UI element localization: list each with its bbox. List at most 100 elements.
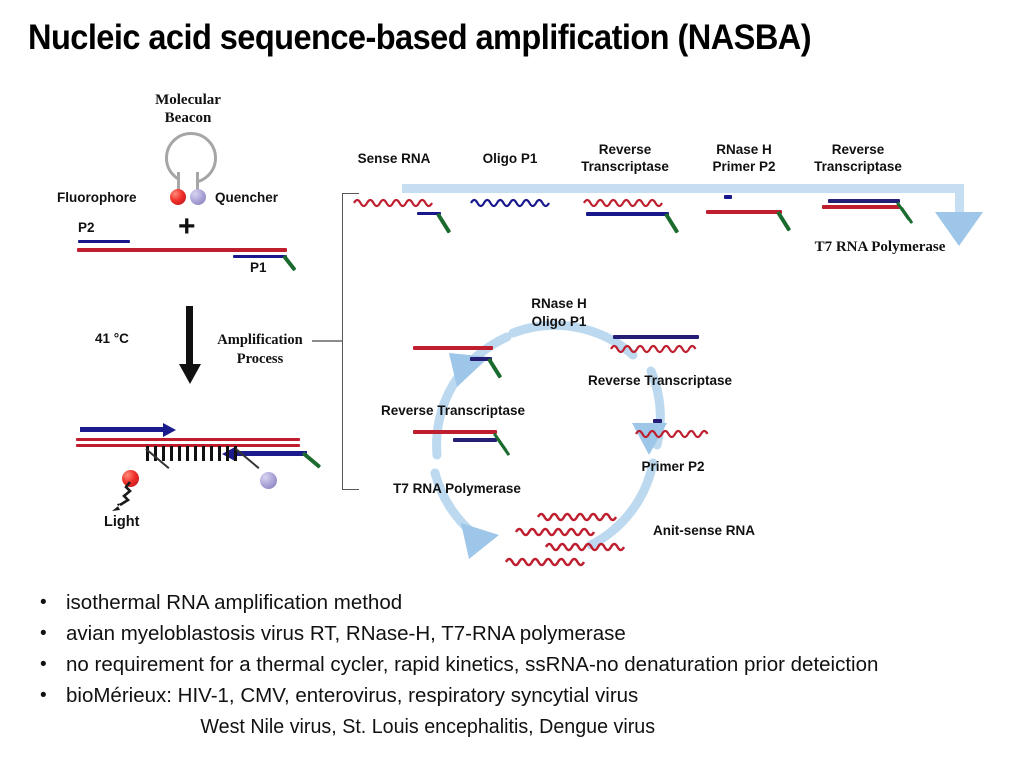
bullet-marker-1: •	[40, 623, 47, 644]
sense-rna-blue-bar	[417, 212, 441, 216]
bullet-text-1: avian myeloblastosis virus RT, RNase-H, …	[66, 622, 626, 645]
antisense-wave-3	[544, 541, 627, 553]
cycle-rt-left-green-tail	[487, 357, 503, 379]
fluorophore-sphere-bound-icon	[122, 470, 139, 487]
antisense-green-tail	[301, 451, 322, 469]
antisense-rna-bundle	[504, 511, 655, 575]
cycle-t7-blue-bar	[453, 438, 497, 443]
sense-rna-green-tail	[436, 212, 452, 234]
amplification-process-label-line2: Process	[236, 351, 284, 367]
strand-oligo-p1	[470, 197, 565, 233]
flow-arrow-head	[935, 212, 983, 246]
sense-arrow-shaft	[80, 427, 165, 432]
hybridized-beacon-group: Light	[60, 418, 322, 530]
strand-sense-rna	[353, 197, 458, 234]
cycle-rt-right-blue-bar	[613, 335, 699, 340]
antisense-wave-4	[504, 556, 587, 568]
plus-symbol: +	[178, 210, 196, 243]
quencher-sphere-bound-icon	[260, 472, 277, 489]
antisense-wave-1	[536, 511, 619, 523]
antisense-arrow-shaft	[235, 451, 307, 456]
molecular-beacon-panel: Molecular Beacon Fluorophore Quencher + …	[57, 88, 350, 530]
sense-arrow-head	[163, 422, 176, 437]
strand-rnase-h-primer-p2	[704, 193, 804, 233]
beacon-title-line2: Beacon	[164, 110, 212, 126]
cycle-strand-rt-left	[413, 343, 528, 379]
cycle-strand-t7	[413, 428, 528, 464]
list-item: • bioMérieux: HIV-1, CMV, enterovirus, r…	[18, 681, 1018, 710]
primer-p1-green-tail	[282, 254, 297, 272]
duplex-red-upper	[76, 438, 300, 442]
bullet-text-0: isothermal RNA amplification method	[66, 591, 403, 614]
top-step-label-4b: Transcriptase	[814, 159, 902, 174]
cycle-bottom-label: Anit-sense RNA	[653, 523, 756, 538]
duplex-red-lower	[76, 444, 300, 448]
cycle-top-label-line2: Oligo P1	[531, 314, 587, 329]
t7-polymerase-output-label: T7 RNA Polymerase	[814, 239, 946, 255]
rt2-red-bar	[822, 205, 900, 209]
template-rna-strand	[77, 248, 287, 252]
top-step-label-3a: RNase H	[716, 142, 772, 157]
bullet-marker-0: •	[40, 592, 47, 613]
top-step-label-1: Oligo P1	[482, 151, 538, 166]
rnaseh-green-tail	[776, 210, 792, 232]
cycle-p2-dash	[653, 419, 662, 424]
bullet-list: • isothermal RNA amplification method • …	[18, 588, 1018, 741]
sense-rna-wave	[353, 197, 437, 209]
top-row-panel: Sense RNA Oligo P1 Reverse Transcriptase…	[340, 135, 1024, 265]
top-step-label-0: Sense RNA	[357, 151, 431, 166]
temperature-label: 41 °C	[95, 331, 129, 346]
top-step-label-2b: Transcriptase	[581, 159, 669, 174]
bullet-text-3: bioMérieux: HIV-1, CMV, enterovirus, res…	[66, 684, 639, 707]
cycle-p2-red-wave	[635, 428, 713, 440]
cycle-strand-primer-p2	[635, 419, 735, 451]
list-item: • isothermal RNA amplification method	[18, 588, 1018, 617]
oligo-p1-wave	[470, 197, 554, 209]
amplification-cycle-diagram: RNase H Oligo P1 Reverse Transcriptase P…	[381, 295, 755, 585]
cycle-top-label-line1: RNase H	[531, 296, 587, 311]
top-step-label-3b: Primer P2	[712, 159, 776, 174]
primer-p2-label: P2	[78, 220, 95, 235]
rt1-green-tail	[664, 212, 680, 234]
amplification-bracket	[342, 193, 359, 490]
incubation-arrow-shaft	[186, 306, 193, 368]
rt1-red-wave	[583, 197, 667, 209]
primer-p2-strand	[78, 240, 130, 244]
strand-reverse-transcriptase-1	[583, 197, 693, 234]
amplification-process-label-line1: Amplification	[217, 332, 303, 348]
rt2-green-tail-lower	[899, 206, 914, 225]
beacon-hybridization-rungs	[146, 446, 244, 461]
quencher-sphere-icon	[190, 189, 206, 205]
bullet-text-2: no requirement for a thermal cycler, rap…	[66, 653, 879, 676]
bullet-marker-3: •	[40, 685, 47, 706]
cycle-left-lower-label: T7 RNA Polymerase	[393, 481, 521, 496]
rnaseh-red-line	[706, 210, 782, 214]
top-step-label-2a: Reverse	[598, 142, 652, 157]
light-label: Light	[104, 514, 140, 530]
incubation-arrow-head	[178, 364, 201, 384]
flow-arrow-horizontal	[402, 184, 964, 193]
cycle-rt-right-red-wave	[610, 343, 702, 355]
cycle-rt-left-blue-bar	[470, 357, 492, 361]
bullet-continuation-line: West Nile virus, St. Louis encephalitis,…	[200, 715, 656, 738]
fluorophore-sphere-icon	[170, 189, 186, 205]
primer-p1-label: P1	[250, 260, 267, 275]
p2-primer-dash	[724, 195, 732, 199]
strand-reverse-transcriptase-2	[814, 193, 924, 233]
list-item: • no requirement for a thermal cycler, r…	[18, 650, 1018, 679]
quencher-label: Quencher	[215, 190, 279, 205]
cycle-rt-left-red-line	[413, 346, 493, 350]
bullet-marker-2: •	[40, 654, 47, 675]
top-step-label-4a: Reverse	[831, 142, 885, 157]
light-emission-icon	[86, 480, 132, 514]
fluorophore-label: Fluorophore	[57, 190, 137, 205]
rt2-navy-bar	[828, 199, 900, 204]
primer-p1-strand	[233, 255, 287, 259]
cycle-strand-rt-right	[610, 333, 720, 365]
antisense-wave-2	[514, 526, 597, 538]
cycle-t7-red-bar	[413, 430, 497, 434]
beacon-title-line1: Molecular	[155, 92, 221, 108]
cycle-right-lower-label: Primer P2	[641, 459, 705, 474]
cycle-right-label: Reverse Transcriptase	[587, 373, 733, 388]
